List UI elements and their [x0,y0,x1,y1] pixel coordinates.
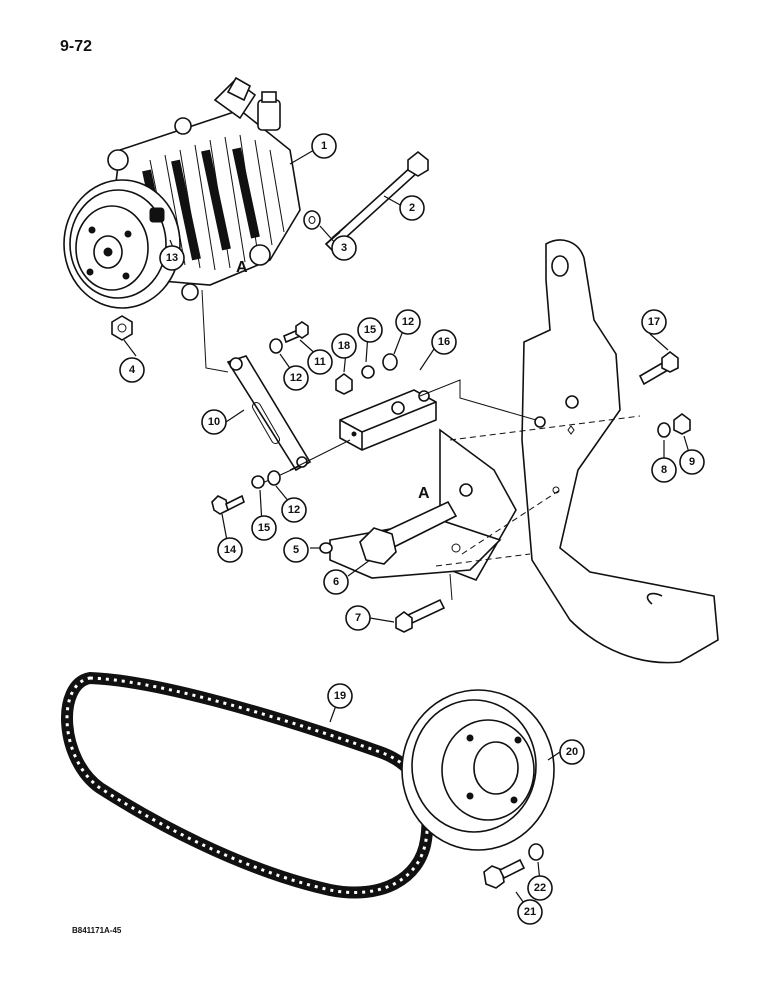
nut [111,315,133,341]
callout-number: 10 [208,416,220,428]
callout: 13 [159,245,185,271]
bolt [638,351,679,386]
callout: 12 [283,365,309,391]
callout-number: 13 [166,252,178,264]
bolt [395,598,446,633]
callout-number: 11 [314,356,326,368]
callout-number: 12 [290,372,302,384]
callout-number: 12 [288,504,300,516]
reference-letter-a: A [236,259,248,276]
lock-washer [361,365,375,379]
washer [267,470,281,486]
callout: 7 [345,605,371,631]
figure-code: B841171A-45 [72,926,122,935]
callout-number: 4 [129,364,136,376]
callout: 2 [399,195,425,221]
nut [673,413,691,435]
washer [303,210,321,230]
callout-number: 6 [333,576,339,588]
callout: 16 [431,329,457,355]
callout: 15 [357,317,383,343]
support-bracket [319,428,517,581]
callout-number: 7 [355,612,361,624]
callout-number: 15 [258,522,270,534]
callout-number: 12 [402,316,414,328]
callout: 12 [395,309,421,335]
callout-number: 21 [524,906,536,918]
pivot-bolt [359,500,458,565]
bolt-small [283,321,309,344]
page-number: 9-72 [60,38,93,55]
long-bolt [324,150,429,252]
callout: 11 [307,349,333,375]
washer [657,422,671,438]
callout: 22 [527,875,553,901]
callout-number: 22 [534,882,546,894]
callout-number: 5 [293,544,299,556]
bolt [211,494,245,515]
callout: 5 [283,537,309,563]
callout: 14 [217,537,243,563]
callout: 10 [201,409,227,435]
callout: 19 [327,683,353,709]
callout-number: 17 [648,316,660,328]
callout-number: 3 [341,242,347,254]
washer [269,338,283,354]
callout-number: 8 [661,464,667,476]
lock-washer [251,475,265,489]
callout-number: 9 [689,456,695,468]
callout: 15 [251,515,277,541]
callout: 3 [331,235,357,261]
reference-letter-a: A [418,485,430,502]
adjusting-strap [226,355,312,472]
callout: 8 [651,457,677,483]
drive-belt [61,671,434,899]
compressor [63,76,301,309]
callout-number: 18 [338,340,350,352]
callout: 12 [281,497,307,523]
callout-number: 20 [566,746,578,758]
callout: 21 [517,899,543,925]
callout-number: 1 [321,140,327,152]
callout: 6 [323,569,349,595]
pulley [401,689,555,851]
callout: 18 [331,333,357,359]
callout-number: 14 [224,544,237,556]
callout: 17 [641,309,667,335]
callout-number: 19 [334,690,346,702]
callout-number: 16 [438,336,450,348]
engine-mounting-bracket [521,239,719,664]
callout: 9 [679,449,705,475]
washer [528,843,544,861]
pulley-bolt [483,858,526,889]
callout-number: 15 [364,324,376,336]
callout: 20 [559,739,585,765]
callout: 1 [311,133,337,159]
bracket-block [339,389,437,451]
callout-number: 2 [409,202,415,214]
callout: 4 [119,357,145,383]
nut [335,373,353,395]
washer [382,353,398,371]
